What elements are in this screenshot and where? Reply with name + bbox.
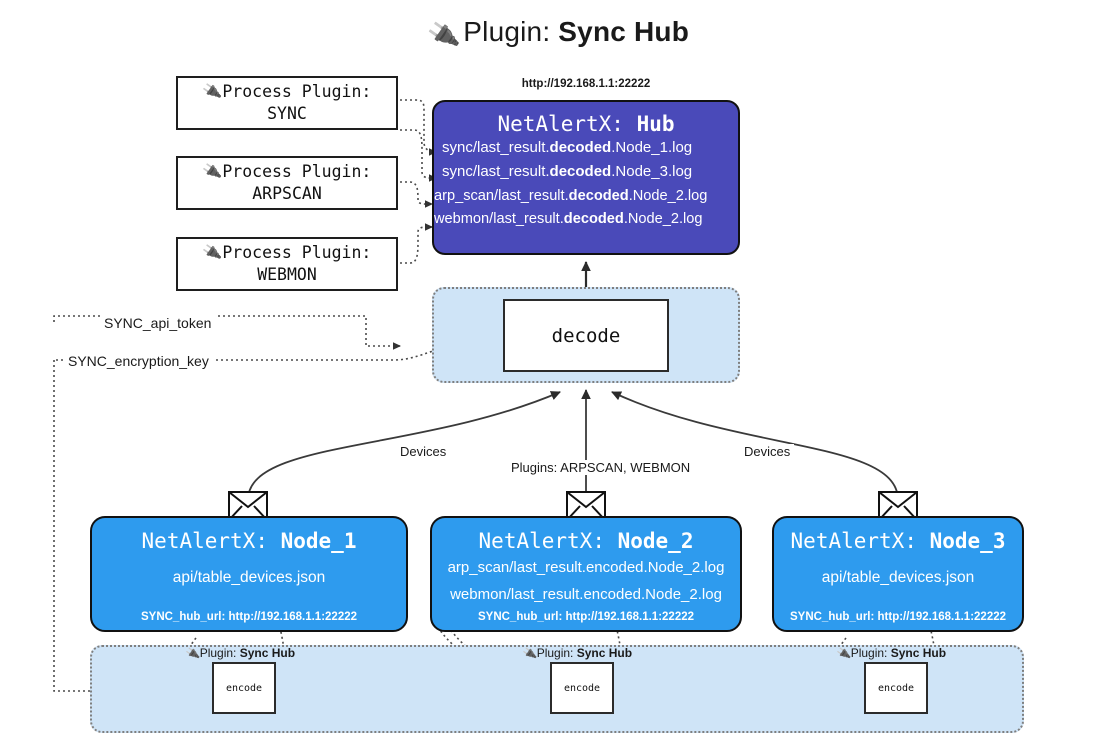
hub-file-row: arp_scan/last_result.decoded.Node_2.log	[434, 185, 738, 209]
node-title-prefix: NetAlertX:	[478, 529, 618, 553]
node-title-prefix: NetAlertX:	[141, 529, 281, 553]
encode-plugin-prefix: Plugin:	[199, 646, 240, 660]
decode-box[interactable]: decode	[503, 299, 669, 372]
process-plugin-name: SYNC	[267, 104, 307, 123]
node-resource-line: api/table_devices.json	[821, 569, 975, 586]
encode-plugin-prefix: Plugin:	[850, 646, 891, 660]
page-title-prefix: Plugin:	[463, 16, 559, 47]
plug-icon: 🔌	[201, 80, 223, 102]
hub-file-post: .Node_3.log	[611, 163, 693, 181]
plug-icon: 🔌	[836, 646, 852, 662]
node-resource-line: api/table_devices.json	[172, 569, 326, 586]
process-plugin-label: Process Plugin:	[222, 82, 372, 102]
node-title: NetAlertX: Node_2	[432, 529, 740, 553]
node-hub-url-footer: SYNC_hub_url: http://192.168.1.1:22222	[477, 611, 695, 623]
edge-label-devices-left: Devices	[396, 444, 451, 459]
page-title-name: Sync Hub	[558, 16, 690, 47]
plug-icon: 🔌	[201, 160, 223, 182]
node-card-node-3[interactable]: NetAlertX: Node_3 api/table_devices.json…	[772, 516, 1024, 632]
process-plugin-name: WEBMON	[257, 265, 317, 284]
encode-plugin-name: Sync Hub	[239, 646, 296, 660]
plug-icon: 🔌	[425, 18, 462, 52]
node-resource-line: webmon/last_result.encoded.Node_2.log	[450, 585, 722, 603]
node-title: NetAlertX: Node_3	[774, 529, 1022, 553]
hub-title-name: Hub	[636, 112, 675, 136]
node-title-prefix: NetAlertX:	[790, 529, 930, 553]
process-plugin-label: Process Plugin:	[222, 243, 372, 263]
encode-plugin-label: 🔌Plugin: Sync Hub	[185, 646, 296, 662]
hub-title: NetAlertX: Hub	[434, 112, 738, 136]
hub-file-post: .Node_2.log	[628, 187, 708, 204]
hub-file-pre: arp_scan/last_result.	[434, 187, 569, 204]
hub-url-label: http://192.168.1.1:22222	[521, 78, 651, 90]
page-title: 🔌Plugin: Sync Hub	[0, 16, 1117, 52]
plug-icon: 🔌	[522, 646, 538, 662]
encode-box-node-1[interactable]: encode	[212, 662, 276, 714]
hub-file-post: .Node_2.log	[623, 211, 703, 228]
process-plugin-box-arpscan[interactable]: 🔌Process Plugin: ARPSCAN	[176, 156, 398, 210]
encode-box-node-2[interactable]: encode	[550, 662, 614, 714]
encode-plugin-label: 🔌Plugin: Sync Hub	[836, 646, 947, 662]
encode-plugin-name: Sync Hub	[890, 646, 947, 660]
hub-node-box[interactable]: NetAlertX: Hub sync/last_result.decoded.…	[432, 100, 740, 255]
node-card-node-2[interactable]: NetAlertX: Node_2 arp_scan/last_result.e…	[430, 516, 742, 632]
edge-label-plugins: Plugins: ARPSCAN, WEBMON	[507, 460, 695, 475]
plug-icon: 🔌	[185, 646, 201, 662]
encode-box-node-3[interactable]: encode	[864, 662, 928, 714]
hub-file-bold: decoded	[563, 211, 624, 228]
edge-label-devices-right: Devices	[740, 444, 795, 459]
process-plugin-label: Process Plugin:	[222, 162, 372, 182]
plug-icon: 🔌	[201, 241, 223, 263]
node-hub-url-footer: SYNC_hub_url: http://192.168.1.1:22222	[789, 611, 1007, 623]
process-plugin-name: ARPSCAN	[252, 184, 322, 203]
encode-plugin-name: Sync Hub	[576, 646, 633, 660]
node-card-node-1[interactable]: NetAlertX: Node_1 api/table_devices.json…	[90, 516, 408, 632]
node-title-name: Node_3	[929, 529, 1006, 553]
node-title-name: Node_2	[617, 529, 694, 553]
node-hub-url-footer: SYNC_hub_url: http://192.168.1.1:22222	[140, 611, 358, 623]
node-title: NetAlertX: Node_1	[92, 529, 406, 553]
process-plugin-box-sync[interactable]: 🔌Process Plugin: SYNC	[176, 76, 398, 130]
hub-file-bold: decoded	[568, 187, 629, 204]
hub-file-pre: webmon/last_result.	[434, 211, 564, 228]
hub-file-bold: decoded	[549, 139, 612, 156]
envelope-icon	[878, 491, 918, 521]
hub-file-row: sync/last_result.decoded.Node_3.log	[434, 160, 738, 184]
hub-file-row: sync/last_result.decoded.Node_1.log	[434, 136, 738, 160]
hub-file-pre: sync/last_result.	[442, 139, 550, 156]
envelope-icon	[228, 491, 268, 521]
sync-api-token-label: SYNC_api_token	[100, 315, 216, 331]
process-plugin-box-webmon[interactable]: 🔌Process Plugin: WEBMON	[176, 237, 398, 291]
hub-file-row: webmon/last_result.decoded.Node_2.log	[434, 208, 738, 232]
hub-title-prefix: NetAlertX:	[497, 112, 637, 136]
hub-file-pre: sync/last_result.	[442, 163, 550, 181]
hub-file-bold: decoded	[549, 163, 612, 181]
encode-plugin-label: 🔌Plugin: Sync Hub	[522, 646, 633, 662]
hub-file-post: .Node_1.log	[611, 139, 693, 156]
node-resource-line: arp_scan/last_result.encoded.Node_2.log	[447, 559, 725, 576]
encode-plugin-prefix: Plugin:	[536, 646, 577, 660]
node-title-name: Node_1	[280, 529, 357, 553]
sync-encryption-key-label: SYNC_encryption_key	[64, 353, 213, 369]
